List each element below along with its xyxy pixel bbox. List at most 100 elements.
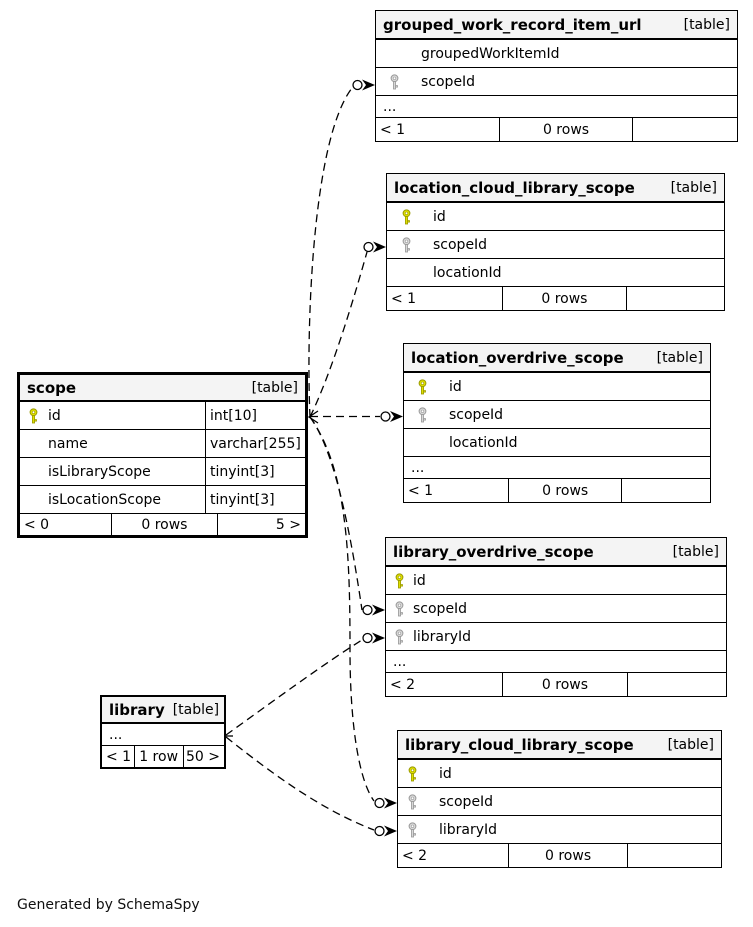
primary-key-icon (417, 378, 428, 395)
row-count: 0 rows (507, 844, 628, 867)
crowfoot-arrow-icon (384, 825, 397, 837)
crowfoot-arrow-icon (373, 241, 386, 253)
column-name: scopeId (433, 236, 488, 253)
column-name: scopeId (449, 406, 504, 423)
child-degree (626, 287, 724, 310)
table-header[interactable]: library_overdrive_scope [table] (386, 538, 726, 566)
column-type: varchar[255] (205, 430, 305, 457)
zero-or-one-circle-icon (374, 797, 385, 809)
zero-or-one-circle-icon (380, 411, 391, 422)
table-title: location_overdrive_scope (411, 348, 624, 367)
table-location_cloud_library_scope[interactable]: location_cloud_library_scope [table] id sco… (386, 173, 725, 311)
crowfoot-arrow-icon (390, 411, 403, 422)
zero-or-one-circle-icon (352, 79, 363, 91)
table-title: library_overdrive_scope (393, 542, 594, 561)
table-type-tag: [table] (172, 701, 220, 718)
column-row-id: id (386, 566, 726, 594)
column-row-id: id (404, 372, 710, 400)
zero-or-one-circle-icon (362, 604, 373, 616)
table-type-tag: [table] (656, 349, 703, 366)
column-name: id (413, 572, 426, 589)
primary-key-icon (28, 407, 39, 424)
scope-parent-anchor-icon (307, 410, 319, 424)
column-row-id: id (398, 759, 721, 787)
more-columns-row: ... (386, 650, 726, 672)
column-row-scopeId: scopeId (398, 787, 721, 815)
parent-degree: < 1 (408, 482, 434, 499)
relationship-line-scope.id-to-library_cloud_library_scope.scopeId (309, 416, 375, 802)
relationship-line-scope.id-to-grouped_work_record_item_url.scopeId (308, 87, 353, 418)
column-row-isLocationScope: isLocationScope tinyint[3] (20, 485, 305, 513)
parent-degree: < 1 (106, 748, 132, 765)
table-header[interactable]: location_cloud_library_scope [table] (387, 174, 724, 202)
zero-or-one-circle-icon (374, 825, 385, 837)
crowfoot-arrow-icon (372, 632, 385, 644)
column-name: isLibraryScope (48, 463, 151, 480)
column-name: id (449, 378, 462, 395)
parent-degree: < 2 (402, 847, 428, 864)
table-header[interactable]: location_overdrive_scope [table] (404, 344, 710, 372)
column-name: name (48, 435, 88, 452)
foreign-key-icon (407, 793, 418, 810)
table-header[interactable]: library_cloud_library_scope[table] (398, 731, 721, 759)
more-columns-row: ... (376, 95, 737, 117)
zero-or-one-circle-icon (363, 241, 374, 253)
primary-key-icon (407, 765, 418, 782)
foreign-key-icon (394, 628, 405, 645)
column-row-scopeId: scopeId (387, 230, 724, 258)
row-count: 0 rows (501, 287, 627, 310)
table-location_overdrive_scope[interactable]: location_overdrive_scope [table] id scopeId… (403, 343, 711, 503)
primary-key-icon (394, 572, 405, 589)
table-stats-footer: < 1 0 rows (404, 478, 710, 502)
column-name: id (48, 407, 61, 424)
crowfoot-arrow-icon (372, 604, 385, 616)
parent-degree: < 0 (24, 516, 50, 533)
column-name: scopeId (413, 600, 468, 617)
column-row-name: name varchar[255] (20, 429, 305, 457)
table-grouped_work_record_item_url[interactable]: grouped_work_record_item_url[table]group… (375, 10, 738, 142)
column-type: tinyint[3] (205, 486, 305, 513)
column-type: tinyint[3] (205, 458, 305, 485)
column-name: id (433, 208, 446, 225)
column-row-libraryId: libraryId (386, 622, 726, 650)
child-degree: 5 > (216, 514, 305, 535)
column-name: locationId (449, 434, 518, 451)
column-name: isLocationScope (48, 491, 162, 508)
column-row-id: id (387, 202, 724, 230)
column-row-groupedWorkItemId: groupedWorkItemId (376, 39, 737, 67)
table-title: scope (27, 378, 77, 397)
column-row-scopeId: scopeId (376, 67, 737, 95)
table-header[interactable]: scope[table] (20, 375, 305, 401)
column-name: libraryId (439, 821, 498, 838)
table-header[interactable]: grouped_work_record_item_url [table] (376, 11, 737, 39)
column-name: locationId (433, 264, 502, 281)
child-degree (627, 673, 726, 696)
relationship-line-library.id-to-library_cloud_library_scope.libraryId (225, 736, 375, 831)
table-type-tag: [table] (683, 16, 730, 33)
table-header[interactable]: library[table] (102, 697, 224, 723)
crowfoot-arrow-icon (384, 797, 397, 809)
table-type-tag: [table] (670, 179, 717, 196)
row-count: 0 rows (508, 479, 621, 502)
crowfoot-arrow-icon (362, 79, 375, 91)
table-type-tag: [table] (672, 543, 719, 560)
parent-degree: < 2 (390, 676, 416, 693)
more-columns-row: ... (102, 723, 224, 745)
relationship-line-library.id-to-library_overdrive_scope.libraryId (225, 639, 363, 736)
table-library_overdrive_scope[interactable]: library_overdrive_scope [table] id scopeId l… (385, 537, 727, 697)
child-degree (632, 118, 737, 141)
schemaspy-credit: Generated by SchemaSpy (17, 897, 200, 913)
table-title: grouped_work_record_item_url (383, 15, 642, 34)
table-title: location_cloud_library_scope (394, 178, 635, 197)
foreign-key-icon (401, 236, 412, 253)
